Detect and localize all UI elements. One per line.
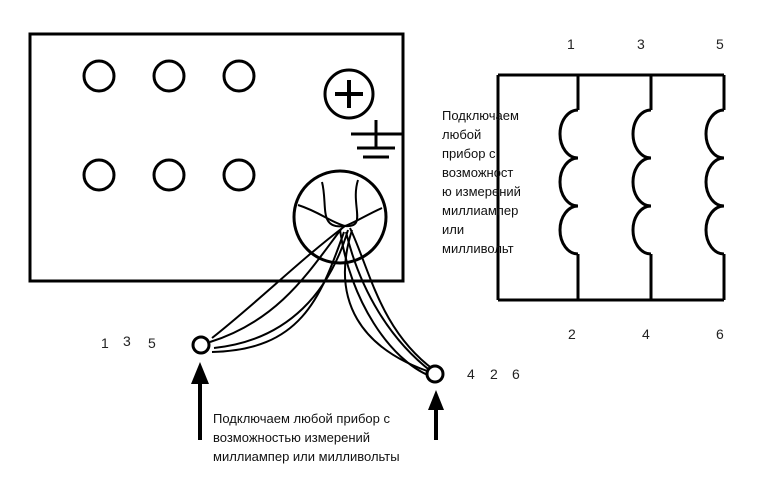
coil-diagram — [496, 73, 726, 302]
left-terminal-label: 5 — [148, 335, 156, 351]
socket-circle — [222, 59, 256, 93]
plus-in-circle-icon — [323, 68, 375, 120]
coil-bottom-label: 6 — [716, 326, 724, 342]
coil-bottom-label: 2 — [568, 326, 576, 342]
right-note-line: любой — [442, 127, 482, 142]
left-terminal-label: 1 — [101, 335, 109, 351]
bottom-note-line: Подключаем любой прибор с — [213, 411, 390, 426]
arrow-up-icon — [191, 362, 209, 440]
socket-circle — [222, 158, 256, 192]
bottom-note: Подключаем любой прибор с возможностью и… — [213, 409, 400, 466]
right-note-line: милливольт — [442, 241, 514, 256]
coil-bottom-label: 4 — [642, 326, 650, 342]
socket-circle — [82, 158, 116, 192]
right-note-line: возможност — [442, 165, 514, 180]
arrow-up-icon — [428, 390, 444, 440]
left-terminal-label: 3 — [123, 333, 131, 349]
socket-circle — [152, 59, 186, 93]
right-terminal-label: 4 — [467, 366, 475, 382]
socket-circle — [82, 59, 116, 93]
device-box — [28, 32, 405, 283]
right-note: Подключаем любой прибор с возможност ю и… — [442, 106, 521, 258]
right-note-line: миллиампер — [442, 203, 519, 218]
terminal-left — [191, 335, 211, 355]
right-note-line: или — [442, 222, 465, 237]
bottom-note-line: возможностью измерений — [213, 430, 371, 445]
wire-bundle — [209, 179, 437, 377]
ground-icon — [351, 120, 403, 159]
coil-top-label: 1 — [567, 36, 575, 52]
right-terminal-label: 6 — [512, 366, 520, 382]
right-note-line: Подключаем — [442, 108, 519, 123]
bottom-note-line: миллиампер или милливольты — [213, 449, 400, 464]
coil-top-label: 5 — [716, 36, 724, 52]
socket-circle — [152, 158, 186, 192]
right-terminal-label: 2 — [490, 366, 498, 382]
right-note-line: прибор с — [442, 146, 496, 161]
connector-socket — [292, 169, 388, 265]
right-note-line: ю измерений — [442, 184, 521, 199]
coil-top-label: 3 — [637, 36, 645, 52]
terminal-right — [425, 364, 445, 384]
